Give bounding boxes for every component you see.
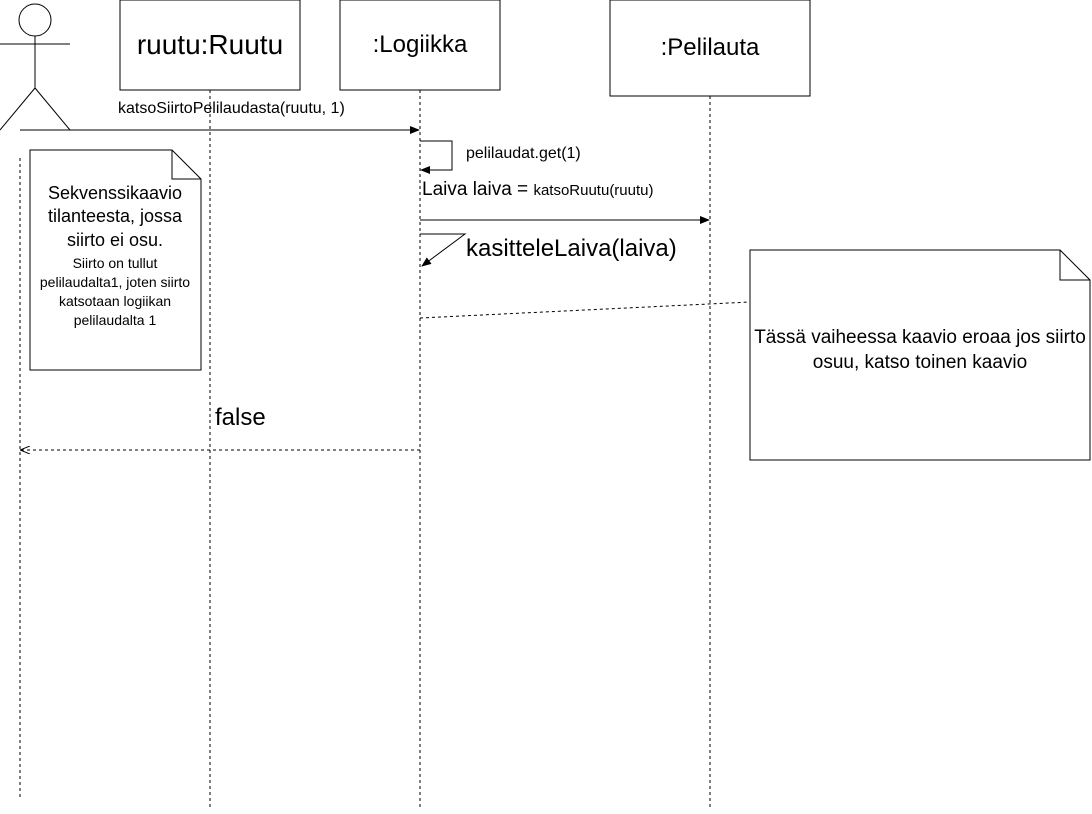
message-arrow-self2 bbox=[420, 233, 467, 267]
message-label-self2: kasitteleLaiva(laiva) bbox=[466, 235, 677, 262]
note-left-fold bbox=[171, 150, 201, 180]
note-right-fold bbox=[1059, 250, 1090, 281]
actor-leg-left bbox=[0, 87, 36, 131]
note-left-detail: Siirto on tullut pelilaudalta1, joten si… bbox=[39, 255, 191, 328]
note-connector bbox=[419, 301, 751, 319]
message-label-return1: false bbox=[215, 404, 266, 431]
note-left-main: Sekvenssikaavio tilanteesta, jossa siirt… bbox=[47, 183, 183, 250]
lifeline-box-ruutu[interactable] bbox=[119, 0, 301, 91]
lifeline-label-logiikka: :Logiikka bbox=[340, 0, 500, 90]
message-label-call1: katsoSiirtoPelilaudasta(ruutu, 1) bbox=[118, 100, 345, 117]
lifeline-label-pelilauta: :Pelilauta bbox=[610, 0, 810, 96]
lifeline-label-ruutu: ruutu:Ruutu bbox=[120, 0, 300, 90]
actor-figure bbox=[0, 3, 71, 131]
lifeline-box-logiikka[interactable] bbox=[339, 0, 501, 91]
message-label-self1: pelilaudat.get(1) bbox=[466, 145, 581, 162]
message-label-call2-prefix: Laiva laiva = bbox=[422, 179, 534, 200]
note-right-text: Tässä vaiheessa kaavio eroaa jos siirto … bbox=[754, 327, 1086, 373]
actor-leg-right bbox=[34, 87, 71, 131]
note-right-shape[interactable] bbox=[749, 249, 1091, 461]
message-label-call2: Laiva laiva = katsoRuutu(ruutu) bbox=[422, 179, 654, 201]
message-arrow-self1 bbox=[420, 140, 453, 174]
lifeline-title-ruutu: ruutu:Ruutu bbox=[136, 29, 284, 60]
actor-head bbox=[18, 3, 52, 37]
lifeline-title-pelilauta: :Pelilauta bbox=[660, 34, 760, 61]
note-left-shape[interactable] bbox=[29, 149, 202, 371]
message-label-call2-method: katsoRuutu(ruutu) bbox=[533, 182, 654, 199]
note-left-text: Sekvenssikaavio tilanteesta, jossa siirt… bbox=[32, 182, 198, 330]
lifeline-title-logiikka: :Logiikka bbox=[372, 31, 468, 58]
